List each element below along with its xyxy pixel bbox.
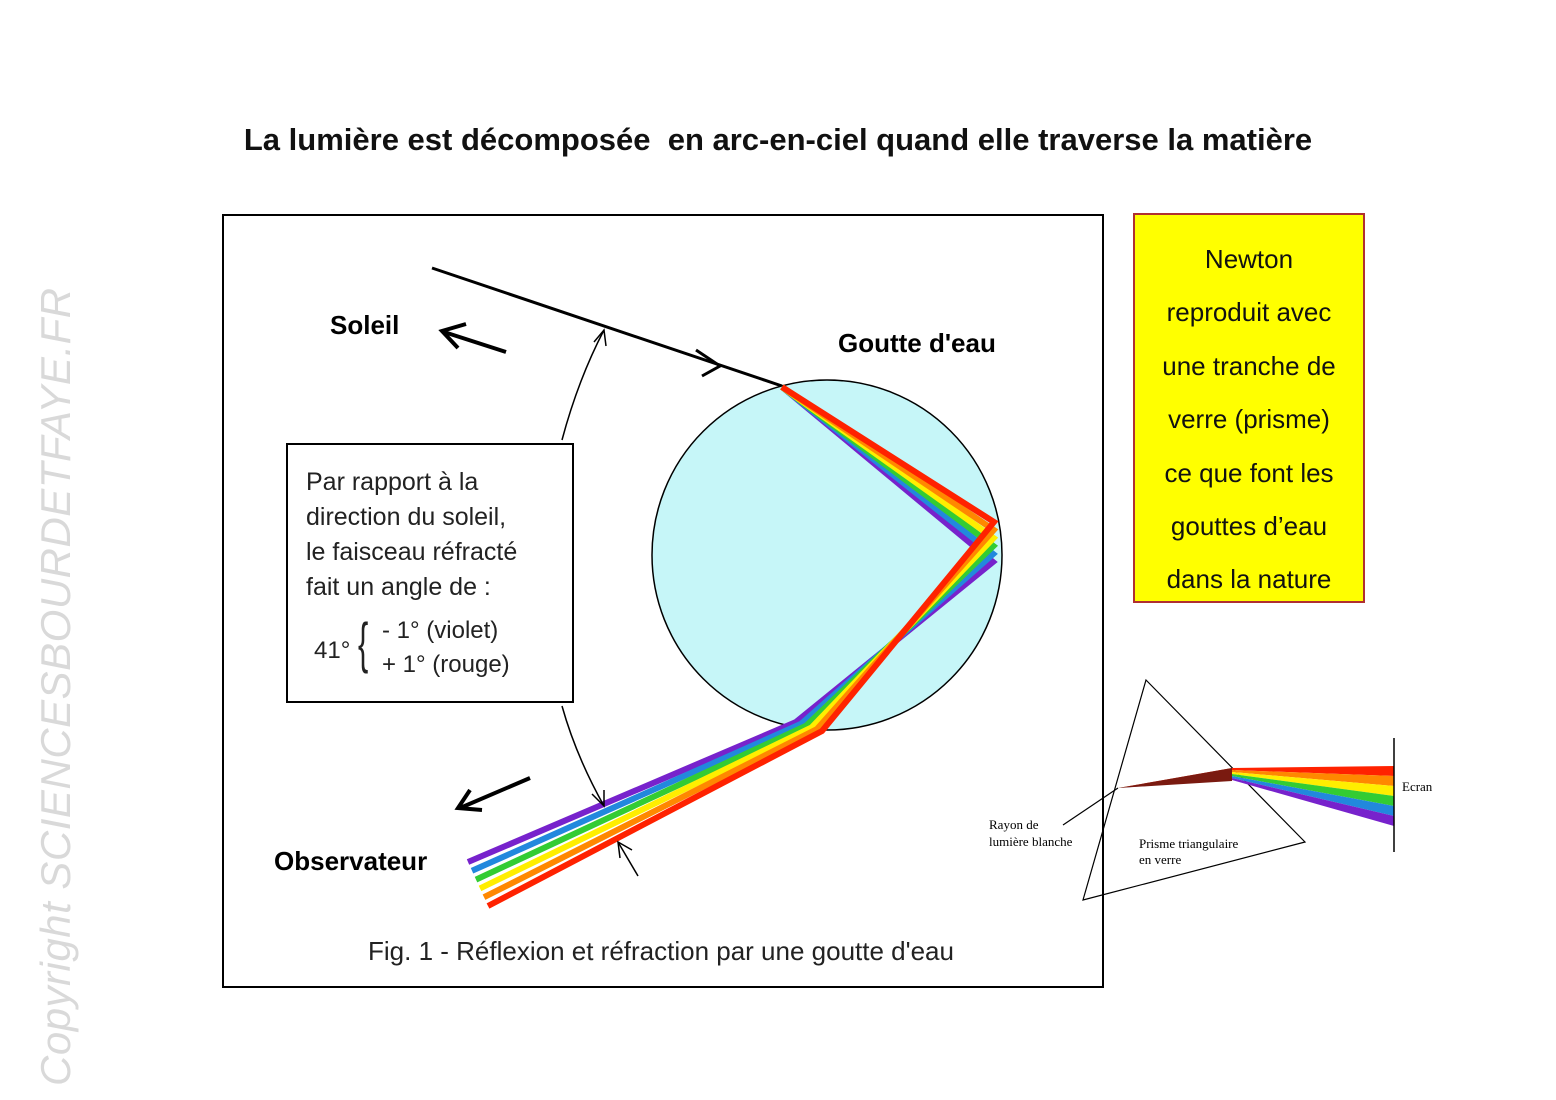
prism-spectrum-fan — [1118, 766, 1394, 826]
white-light-ray — [1062, 787, 1119, 826]
angle-arc-upper — [561, 329, 605, 441]
info-line: fait un angle de : — [306, 573, 491, 601]
angle-red: + 1° (rouge) — [382, 651, 510, 678]
newton-note-box: Newton reproduit avec une tranche de ver… — [1133, 213, 1365, 603]
figure-caption: Fig. 1 - Réflexion et réfraction par une… — [368, 936, 954, 966]
newton-note-line: ce que font les — [1164, 457, 1334, 488]
prism-band-0 — [1118, 766, 1394, 788]
info-line: Par rapport à la — [306, 468, 479, 496]
newton-note-line: Newton — [1204, 244, 1294, 274]
drop-beam-0 — [486, 384, 999, 909]
observer-label: Observateur — [274, 846, 427, 876]
prism-band-3 — [1118, 774, 1394, 806]
prism-band-4 — [1118, 776, 1394, 816]
newton-note-line: verre (prisme) — [1168, 404, 1330, 435]
observer-arrowhead — [454, 788, 483, 812]
angle-arc-upper-arrow — [593, 328, 607, 347]
ray-label-line-2: lumière blanche — [989, 834, 1073, 849]
sun-label: Soleil — [330, 310, 399, 340]
incident-sun-ray — [431, 266, 783, 388]
newton-note-line: une tranche de — [1162, 350, 1336, 381]
incident-ray-arrowhead — [695, 348, 723, 378]
prism-band-2 — [1118, 772, 1394, 796]
info-line: direction du soleil, — [306, 503, 507, 531]
drop-spectrum-beams — [466, 384, 999, 909]
page-title: La lumière est décomposée en arc-en-ciel… — [243, 122, 1313, 157]
screen-label: Ecran — [1402, 779, 1433, 794]
angle-arc-lower — [561, 705, 605, 807]
info-line: le faisceau réfracté — [306, 538, 518, 566]
newton-note-line: dans la nature — [1166, 564, 1332, 595]
angle-base: 41° — [314, 637, 351, 664]
newton-note-line: reproduit avec — [1166, 297, 1332, 328]
angle-info-box: Par rapport à la direction du soleil, le… — [286, 443, 574, 703]
prism-label-line-1: Prisme triangulaire — [1139, 836, 1239, 851]
observer-direction-arrow — [459, 776, 531, 810]
drop-label: Goutte d'eau — [838, 328, 996, 358]
prism-label-line-2: en verre — [1139, 852, 1181, 867]
angle-arc-tick-arrow — [617, 840, 633, 859]
prism-inner-fan — [1118, 768, 1232, 788]
newton-note-line: gouttes d’eau — [1170, 511, 1328, 542]
prism-band-1 — [1118, 770, 1394, 788]
ray-label-line-1: Rayon de — [989, 817, 1039, 832]
sun-direction-arrow — [443, 330, 507, 354]
angle-arc-lower-arrow — [591, 790, 605, 808]
sun-arrowhead — [438, 322, 467, 350]
water-drop — [651, 379, 1003, 731]
brace-symbol: { — [358, 611, 369, 674]
angle-violet: - 1° (violet) — [382, 617, 499, 644]
angle-arc-tick — [617, 841, 639, 877]
